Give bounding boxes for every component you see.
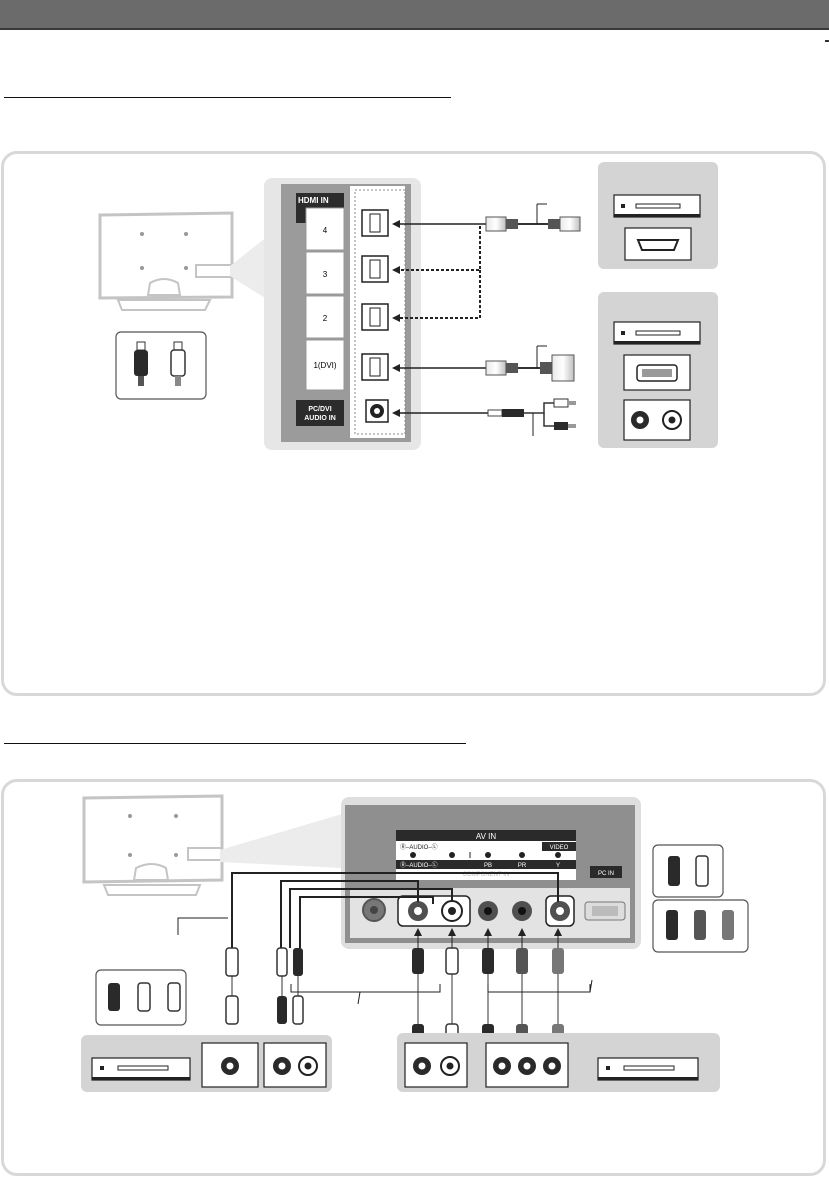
hdmi-cable-icon <box>485 203 581 232</box>
rca-plug-icon <box>170 341 186 386</box>
hdmi-in-label: HDMI IN <box>298 196 329 205</box>
hdmi-dvi-cable-icon <box>485 345 575 382</box>
audio-y-cable-icon <box>487 398 576 436</box>
audio-cable-legend <box>115 331 207 400</box>
dvi-port-icon <box>623 354 691 391</box>
tv-outline-icon <box>98 211 268 311</box>
bd-player-icon <box>613 321 701 345</box>
hdmi-jack-panel <box>264 178 421 450</box>
audio-jack-pair-icon <box>623 399 691 441</box>
section-rule-av <box>4 743 466 744</box>
header-bar <box>0 0 829 28</box>
rca-plug-icon <box>134 341 148 386</box>
pc-dvi-label: PC/DVI <box>308 406 331 413</box>
bd-player-icon <box>613 194 701 218</box>
hdmi-diagram: HDMI IN 4 3 2 1(DVI) PC/DVI AUDIO IN <box>98 162 718 450</box>
hdmi-device-box <box>598 162 718 269</box>
side-tab-marker <box>825 40 829 42</box>
section-rule-hdmi <box>4 97 451 98</box>
hdmi-cable-lines <box>392 220 488 417</box>
audio-in-label: AUDIO IN <box>304 415 336 422</box>
header-underline <box>0 28 829 30</box>
av-connection-panel <box>1 779 826 1176</box>
hdmi-port-icon <box>624 227 692 261</box>
hdmi-port-label: 1(DVI) <box>313 361 336 370</box>
hdmi-port-label: 2 <box>323 314 328 323</box>
dvi-device-box <box>598 292 718 448</box>
hdmi-port-label: 4 <box>323 226 328 235</box>
hdmi-port-label: 3 <box>323 270 328 279</box>
